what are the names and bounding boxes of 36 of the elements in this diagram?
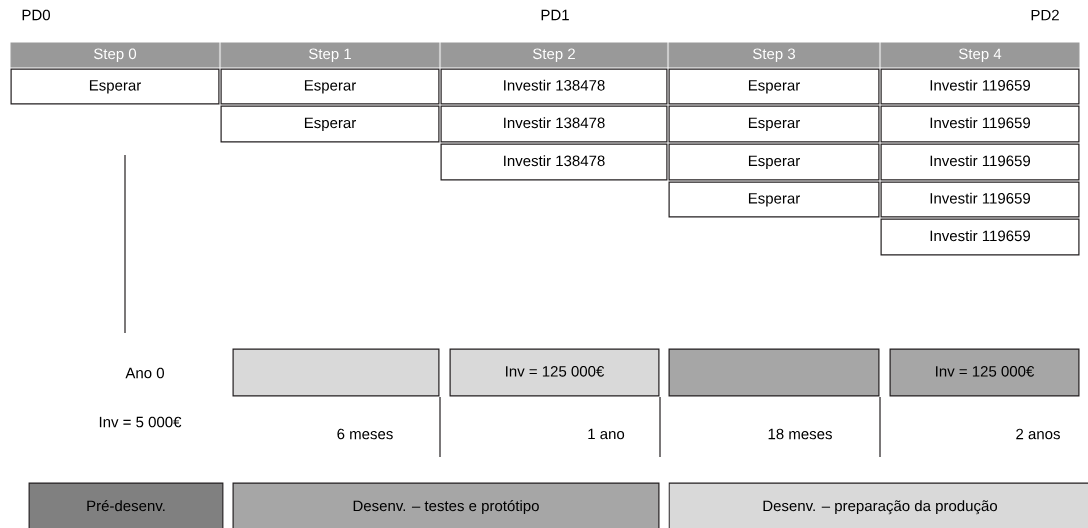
table-header-cell: Step 4 [880,42,1080,68]
table-cell: Esperar [668,105,880,143]
phase-box: Desenv. – testes e protótipo [232,482,660,528]
table-cell: Esperar [10,68,220,105]
timeline-box [232,348,440,397]
column-label: PD0 [22,9,50,21]
table-cell: Investir 119659 [880,105,1080,143]
table-cell: Investir 119659 [880,143,1080,181]
duration-label: 1 ano [588,428,625,440]
table-cell: Investir 138478 [440,143,668,181]
duration-label: 6 meses [337,428,393,440]
table-cell: Investir 138478 [440,68,668,105]
table-cell: Investir 119659 [880,218,1080,256]
table-cell: Investir 119659 [880,68,1080,105]
phase-box: Pré-desenv. [28,482,224,528]
timeline-box: Inv = 125 000€ [449,348,660,397]
table-cell: Esperar [220,105,440,143]
table-cell: Esperar [220,68,440,105]
table-cell: Esperar [668,143,880,181]
timeline-box: Inv = 125 000€ [889,348,1080,397]
table-header-cell: Step 1 [220,42,440,68]
table-cell: Investir 119659 [880,181,1080,218]
phase-box: Desenv. – preparação da produção [668,482,1088,528]
table-header-cell: Step 3 [668,42,880,68]
investment-label: Inv = 5 000€ [99,416,182,428]
table-header-cell: Step 2 [440,42,668,68]
year-label: Ano 0 [125,367,164,379]
column-label: PD2 [1031,9,1059,21]
table-cell: Esperar [668,181,880,218]
duration-label: 18 meses [768,428,832,440]
timeline-box [668,348,880,397]
table-header-cell: Step 0 [10,42,220,68]
column-label: PD1 [541,9,569,21]
duration-label: 2 anos [1016,428,1060,440]
table-cell: Esperar [668,68,880,105]
table-cell: Investir 138478 [440,105,668,143]
